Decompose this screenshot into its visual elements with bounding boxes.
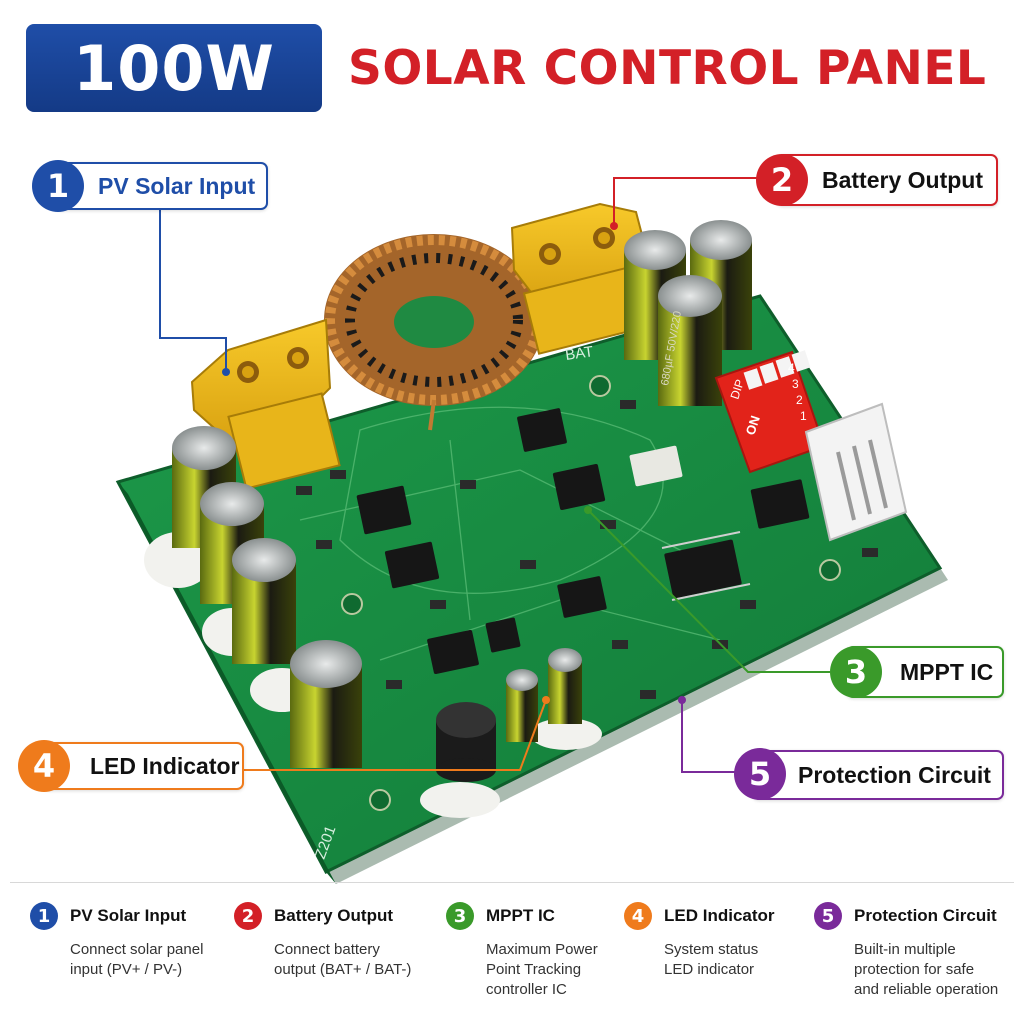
output-capacitors <box>624 220 752 406</box>
legend-3-number: 3 <box>446 902 474 930</box>
dip-switch <box>714 350 826 474</box>
dip-num-1: 1 <box>800 409 807 423</box>
callout-battery-label: Battery Output <box>822 166 983 193</box>
callout-4-number: 4 <box>18 740 70 792</box>
mounting-holes <box>341 375 841 811</box>
dip-on-label: ON <box>743 414 763 437</box>
ic-pins <box>661 531 751 601</box>
drum-inductor <box>436 702 496 782</box>
callout-protection-circuit: Protection Circuit <box>752 750 1004 800</box>
callout-5-number: 5 <box>734 748 786 800</box>
page-title: SOLAR CONTROL PANEL <box>348 41 987 96</box>
callout-pv-label: PV Solar Input <box>98 172 256 199</box>
legend-2-title: Battery Output <box>274 906 393 925</box>
callout-led-label: LED Indicator <box>90 752 240 779</box>
smd-ics <box>356 408 810 675</box>
callout-1-number: 1 <box>32 160 84 212</box>
legend-1-title: PV Solar Input <box>70 906 187 925</box>
dip-dip-label: DIP <box>728 378 747 401</box>
legend-5-number: 5 <box>814 902 842 930</box>
legend-5-title: Protection Circuit <box>854 906 997 925</box>
callout-battery-output: Battery Output <box>776 154 998 206</box>
legend-4-title: LED Indicator <box>664 906 775 925</box>
legend-2-number: 2 <box>234 902 262 930</box>
callout-3-number: 3 <box>830 646 882 698</box>
input-capacitors <box>172 426 362 768</box>
callout-leader-lines <box>159 177 830 773</box>
callout-mppt-label: MPPT IC <box>900 658 994 685</box>
callout-2-number: 2 <box>756 154 808 206</box>
callout-protection-label: Protection Circuit <box>798 761 991 788</box>
power-badge: 100W <box>26 24 322 112</box>
callout-led-indicator: LED Indicator <box>42 742 244 790</box>
legend-divider <box>10 882 1014 883</box>
dip-num-3: 3 <box>792 377 799 391</box>
bat-silk-label: BAT <box>564 343 594 364</box>
callout-pv-solar-input: PV Solar Input <box>52 162 268 210</box>
legend-4-number: 4 <box>624 902 652 930</box>
pin-header <box>804 402 908 542</box>
dip-num-4: 4 <box>788 361 795 375</box>
dip-num-2: 2 <box>796 393 803 407</box>
xt60-pv-connector <box>190 318 341 490</box>
legend-3-title: MPPT IC <box>486 906 555 925</box>
toroid-inductor <box>324 234 544 431</box>
small-capacitors <box>506 648 582 742</box>
legend-1-number: 1 <box>30 902 58 930</box>
